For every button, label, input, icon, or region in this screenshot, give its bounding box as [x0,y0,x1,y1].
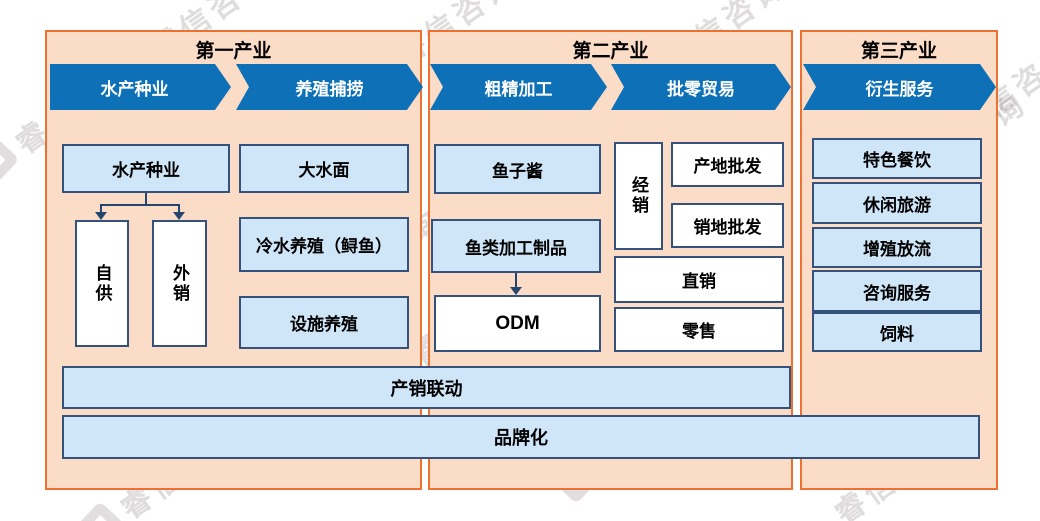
box-distribution: 经销 [614,142,663,250]
chevron-farming-fishing: 养殖捕捞 [236,64,423,110]
chevron-derived-services: 衍生服务 [803,64,996,110]
box-facility-farming: 设施养殖 [239,296,409,349]
arrowhead-down-icon [95,212,107,220]
box-leisure-tourism: 休闲旅游 [812,182,982,224]
panel-title: 第二产业 [572,41,649,62]
arrowhead-down-icon [510,287,522,295]
box-stock-release: 增殖放流 [812,227,982,268]
box-aquatic-seed: 水产种业 [62,144,230,193]
arrowhead-down-icon [173,212,185,220]
ruixin-logo-icon [76,500,125,521]
bar-production-sales-linkage: 产销联动 [62,366,791,409]
connector-right-drop [178,204,180,214]
chevron-wholesale-retail: 批零贸易 [611,64,791,110]
chevron-processing: 粗精加工 [430,64,607,110]
chevron-aquatic-seed: 水产种业 [50,64,231,110]
ruixin-logo-icon [0,135,20,185]
bar-branding: 品牌化 [62,415,980,459]
box-odm: ODM [434,295,601,352]
panel-title: 第三产业 [860,41,937,62]
box-retail: 零售 [614,307,784,352]
connector-stem [145,193,147,206]
connector-odm [515,273,517,288]
box-feed: 饲料 [812,312,982,352]
box-origin-wholesale: 产地批发 [671,142,784,187]
connector-left-drop [100,204,102,214]
connector-cross [101,204,180,206]
box-self-supply: 自供 [75,220,129,347]
box-dest-wholesale: 销地批发 [671,203,784,248]
box-consulting: 咨询服务 [812,270,982,312]
box-fish-products: 鱼类加工制品 [431,219,601,273]
box-external-sale: 外销 [152,220,207,347]
box-caviar: 鱼子酱 [434,144,601,194]
panel-title: 第一产业 [195,41,272,62]
box-cold-water-sturgeon: 冷水养殖（鲟鱼） [239,217,409,272]
box-big-water: 大水面 [239,144,409,193]
box-special-dining: 特色餐饮 [812,138,982,179]
box-direct-sale: 直销 [614,256,784,303]
